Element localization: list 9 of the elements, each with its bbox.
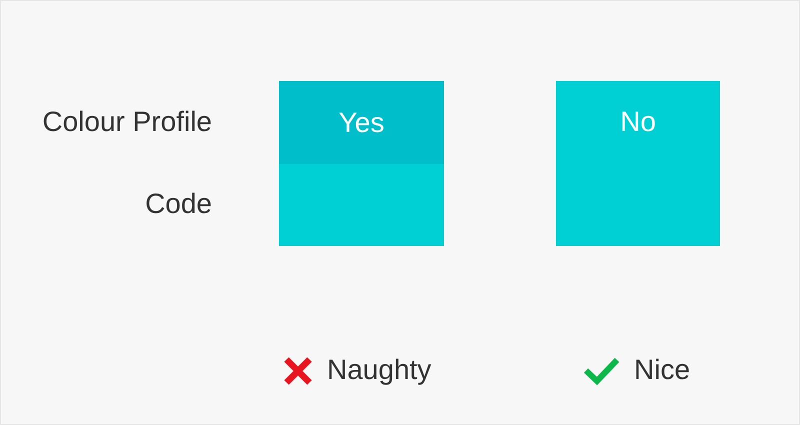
answer-text: Yes	[338, 106, 384, 138]
answer-panel	[556, 81, 720, 246]
verdict-label: Naughty	[327, 354, 432, 386]
row-label: Colour Profile	[42, 106, 212, 138]
verdict-label: Nice	[634, 354, 690, 386]
answer-panel	[279, 81, 444, 164]
answer-panel	[279, 164, 444, 246]
row-label: Code	[145, 188, 212, 220]
answer-text: No	[620, 106, 656, 138]
